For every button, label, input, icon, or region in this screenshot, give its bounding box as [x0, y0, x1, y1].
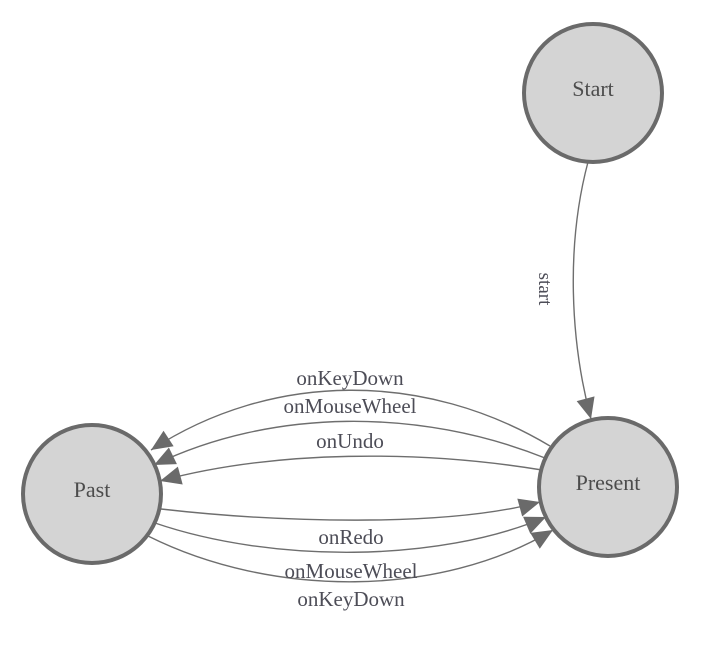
edge-label-start: start — [534, 273, 555, 306]
edge-past-to-present-onkeydown — [147, 529, 554, 583]
state-label-past: Past — [74, 477, 111, 502]
edge-label-onmousewheel-bottom: onMouseWheel — [285, 559, 418, 583]
state-label-start: Start — [572, 76, 614, 101]
edge-past-to-present-onredo — [160, 498, 541, 521]
edge-present-to-past-onundo — [159, 455, 543, 485]
state-node-past: Past — [21, 423, 163, 565]
edge-label-onkeydown-top: onKeyDown — [296, 366, 404, 390]
edge-label-onkeydown-bottom: onKeyDown — [297, 587, 405, 611]
state-node-start: Start — [522, 22, 664, 164]
edge-start-to-present — [572, 161, 595, 420]
edge-label-onundo: onUndo — [316, 429, 384, 453]
state-node-present: Present — [537, 416, 679, 558]
edge-present-to-past-onmousewheel — [153, 420, 546, 466]
edge-past-to-present-onmousewheel — [154, 516, 547, 553]
state-circle-present — [537, 416, 679, 558]
edge-label-onredo: onRedo — [318, 525, 383, 549]
state-label-present: Present — [576, 470, 641, 495]
state-circle-past — [21, 423, 163, 565]
state-circle-start — [522, 22, 664, 164]
edge-present-to-past-onkeydown — [150, 389, 551, 451]
edge-label-onmousewheel-top: onMouseWheel — [284, 394, 417, 418]
